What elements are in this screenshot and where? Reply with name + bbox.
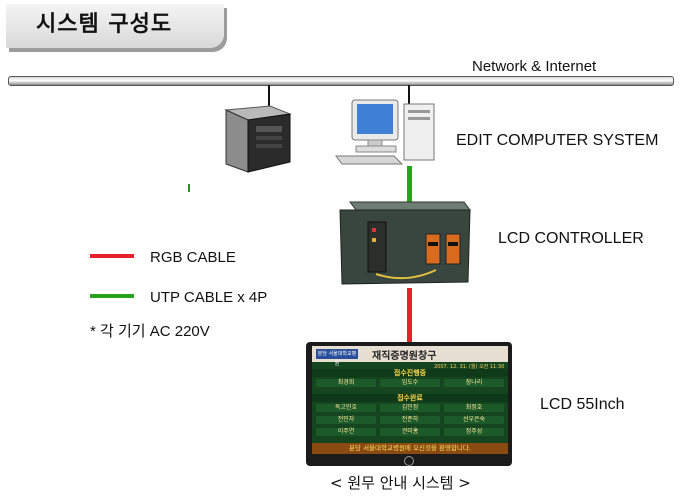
lcd-screen: 분당 서울대학교병원 재직증명원창구 2007. 12. 31. (월) 오전 …: [312, 346, 508, 454]
screen-name-cell: 최정호: [444, 404, 504, 412]
screen-footer-message: 분당 서울대학교병원에 오신것을 환영합니다.: [312, 443, 508, 454]
screen-name-cell: 김민정: [380, 404, 440, 412]
screen-name-cell: 독고민호: [316, 404, 376, 412]
screen-name-cell: 임도수: [380, 379, 440, 387]
screen-date: 2007. 12. 31. (월) 오전 11:30: [434, 364, 505, 370]
screen-header: [312, 346, 508, 362]
lcd-controller-icon: [339, 201, 471, 285]
server-drop-line: [268, 85, 270, 107]
screen-name-cell: 선우은숙: [444, 416, 504, 424]
title-tab: [6, 4, 224, 48]
pc-drop-line: [408, 85, 410, 107]
network-bus: [8, 76, 674, 86]
utp-cable-line: [407, 166, 412, 204]
screen-name-cell: 전민자: [316, 416, 376, 424]
screen-section-completed: 접수완료: [312, 394, 508, 402]
screen-section-in-progress: 접수진행중: [312, 369, 508, 377]
screen-header-title: 재직증명원창구: [372, 351, 437, 362]
legend-rgb-label: RGB CABLE: [150, 249, 236, 266]
lcd-size-label: LCD 55Inch: [540, 396, 625, 413]
legend-power-note: * 각 기기 AC 220V: [90, 323, 210, 340]
desktop-computer-icon: [335, 99, 435, 165]
screen-hospital-logo: 분당 서울대학교병원: [316, 349, 358, 367]
server-icon: [224, 105, 292, 173]
page-title: 시스템 구성도: [36, 12, 173, 37]
screen-name-cell: 전준하: [380, 416, 440, 424]
lcd-controller-label: LCD CONTROLLER: [498, 230, 644, 247]
screen-name-cell: 견미홍: [380, 428, 440, 436]
network-label: Network & Internet: [472, 58, 597, 75]
screen-name-cell: 이주연: [316, 428, 376, 436]
screen-name-cell: 정주성: [444, 428, 504, 436]
legend-utp-label: UTP CABLE x 4P: [150, 289, 268, 306]
screen-name-cell: 최경희: [316, 379, 376, 387]
legend-utp-line: [90, 294, 134, 298]
legend-rgb-line: [90, 254, 134, 258]
power-button-icon: [404, 456, 414, 466]
diagram-caption: < 원무 안내 시스템 >: [330, 474, 471, 492]
edit-computer-label: EDIT COMPUTER SYSTEM: [456, 132, 659, 149]
screen-name-cell: 장나리: [444, 379, 504, 387]
green-tick: [188, 184, 190, 192]
rgb-cable-line: [407, 288, 412, 342]
